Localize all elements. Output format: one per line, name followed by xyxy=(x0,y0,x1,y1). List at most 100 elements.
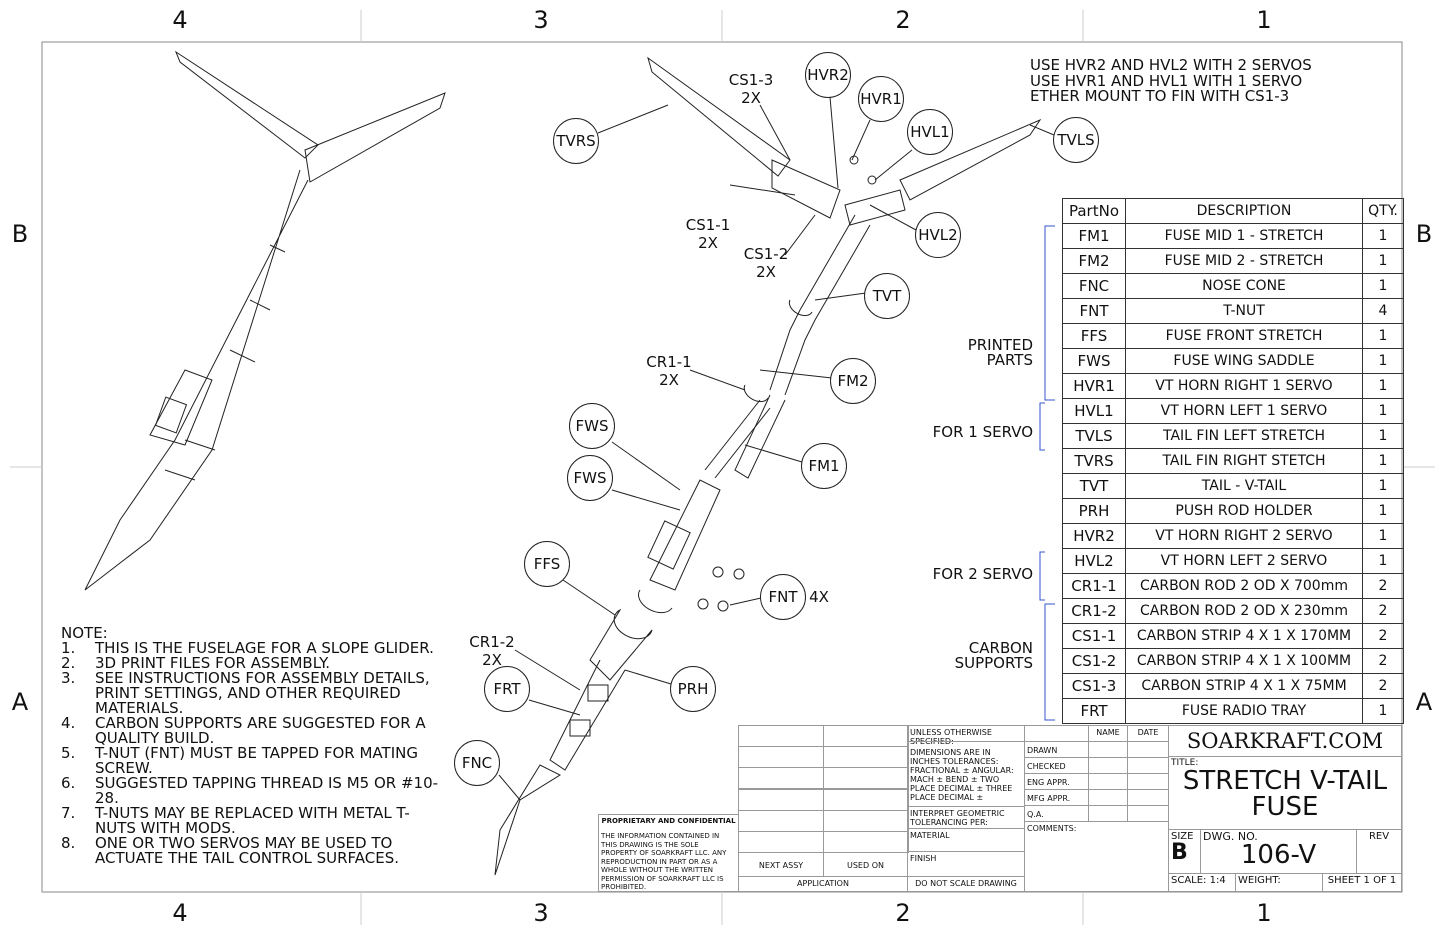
note-text: 3D PRINT FILES FOR ASSEMBLY. xyxy=(95,654,330,672)
note-text: T-NUT (FNT) MUST BE TAPPED FOR MATING SC… xyxy=(95,744,418,777)
bom-description: CARBON ROD 2 OD X 230mm xyxy=(1125,598,1363,624)
bom-description: PUSH ROD HOLDER xyxy=(1125,498,1363,524)
bom-description: FUSE RADIO TRAY xyxy=(1125,698,1363,724)
balloon-hvr2: HVR2 xyxy=(805,52,851,98)
tolerances: DIMENSIONS ARE IN INCHES TOLERANCES: FRA… xyxy=(907,741,1025,807)
comments: COMMENTS: xyxy=(1024,821,1169,892)
zone-col-3: 3 xyxy=(533,6,549,34)
bom-description: TAIL FIN RIGHT STETCH xyxy=(1125,448,1363,474)
proprietary-title: PROPRIETARY AND CONFIDENTIAL xyxy=(601,817,736,825)
balloon-hvr1: HVR1 xyxy=(858,76,904,122)
note-text: CARBON SUPPORTS ARE SUGGESTED FOR A QUAL… xyxy=(95,714,426,747)
note-line: USE HVR2 AND HVL2 WITH 2 SERVOS xyxy=(1030,56,1312,74)
note-number: 6. xyxy=(61,774,76,792)
unless-specified: UNLESS OTHERWISE SPECIFIED: xyxy=(907,725,1025,746)
zone-col-2: 2 xyxy=(895,899,911,927)
title-label: TITLE: xyxy=(1171,758,1199,768)
bom-description: FUSE WING SADDLE xyxy=(1125,348,1363,374)
note-item: 4. CARBON SUPPORTS ARE SUGGESTED FOR A QU… xyxy=(61,716,450,746)
bom-description: TAIL FIN LEFT STRETCH xyxy=(1125,423,1363,449)
note-item: 1.THIS IS THE FUSELAGE FOR A SLOPE GLIDE… xyxy=(61,641,450,656)
bom-description: CARBON STRIP 4 X 1 X 75MM xyxy=(1125,673,1363,699)
leader-lines xyxy=(498,96,1055,801)
note-text: THIS IS THE FUSELAGE FOR A SLOPE GLIDER. xyxy=(95,639,434,657)
balloon-prh: PRH xyxy=(670,666,716,712)
bom-partno: FWS xyxy=(1062,348,1126,374)
note-text: ONE OR TWO SERVOS MAY BE USED TO ACTUATE… xyxy=(95,834,400,867)
bom-qty: 1 xyxy=(1362,448,1404,474)
zone-col-4: 4 xyxy=(172,899,188,927)
drawing-title-line1: STRETCH V-TAIL xyxy=(1182,766,1388,796)
group-1-servo: FOR 1 SERVO xyxy=(932,423,1033,441)
note-number: 4. xyxy=(61,714,76,732)
bom-qty: 2 xyxy=(1362,573,1404,599)
bom-qty: 1 xyxy=(1362,698,1404,724)
signoff-cell xyxy=(1127,805,1169,822)
signoff-qa: Q.A. xyxy=(1024,805,1089,822)
bom-qty: 2 xyxy=(1362,648,1404,674)
note-item: 6. SUGGESTED TAPPING THREAD IS M5 OR #10-… xyxy=(61,776,450,806)
note-text: SUGGESTED TAPPING THREAD IS M5 OR #10-28… xyxy=(95,774,439,807)
interpret-tolerancing: INTERPRET GEOMETRIC TOLERANCING PER: xyxy=(907,806,1025,829)
note-number: 3. xyxy=(61,669,76,687)
signoff-cell xyxy=(1127,741,1169,758)
signoff-cell xyxy=(1088,805,1128,822)
bom-description: FUSE MID 1 - STRETCH xyxy=(1125,223,1363,249)
blank-cell xyxy=(823,809,909,832)
bom-description: FUSE MID 2 - STRETCH xyxy=(1125,248,1363,274)
note-text: SEE INSTRUCTIONS FOR ASSEMBLY DETAILS, P… xyxy=(95,669,430,717)
name-header: NAME xyxy=(1088,725,1128,742)
note-line: ETHER MOUNT TO FIN WITH CS1-3 xyxy=(1030,87,1290,105)
bom-partno: CS1-1 xyxy=(1062,623,1126,649)
bom-partno: FM1 xyxy=(1062,223,1126,249)
bom-partno: CS1-3 xyxy=(1062,673,1126,699)
bom-description: VT HORN RIGHT 1 SERVO xyxy=(1125,373,1363,399)
blank-cell xyxy=(738,746,824,769)
zone-col-1: 1 xyxy=(1256,6,1272,34)
bom-description: NOSE CONE xyxy=(1125,273,1363,299)
bom-qty: 1 xyxy=(1362,398,1404,424)
material: MATERIAL xyxy=(907,828,1025,852)
notes: NOTE: 1.THIS IS THE FUSELAGE FOR A SLOPE… xyxy=(61,626,450,866)
blank-cell xyxy=(738,809,824,832)
col-qty: QTY. xyxy=(1362,198,1404,224)
signoff-cell xyxy=(1088,789,1128,806)
weight: WEIGHT: xyxy=(1235,873,1323,892)
note-number: 8. xyxy=(61,834,76,852)
bom-partno: PRH xyxy=(1062,498,1126,524)
bom-qty: 1 xyxy=(1362,248,1404,274)
zone-row-a: A xyxy=(11,688,29,716)
rev-field: REV xyxy=(1356,829,1402,874)
note-number: 5. xyxy=(61,744,76,762)
zone-row-b: B xyxy=(1415,220,1433,248)
zone-col-4: 4 xyxy=(172,6,188,34)
zone-col-3: 3 xyxy=(533,899,549,927)
assembled-view xyxy=(84,50,446,591)
group-2-servo: FOR 2 SERVO xyxy=(932,565,1033,583)
blank-cell xyxy=(823,788,909,811)
zone-col-1: 1 xyxy=(1256,899,1272,927)
blank-cell xyxy=(823,831,909,853)
balloon-fnt: FNT xyxy=(760,574,806,620)
blank-cell xyxy=(823,725,909,747)
next-assy: NEXT ASSY xyxy=(738,852,824,877)
group-brackets xyxy=(1039,225,1055,721)
bom-partno: FNC xyxy=(1062,273,1126,299)
balloon-tvls: TVLS xyxy=(1053,117,1099,163)
bom-partno: FRT xyxy=(1062,698,1126,724)
note-text: T-NUTS MAY BE REPLACED WITH METAL T-NUTS… xyxy=(95,804,410,837)
note-item: 8. ONE OR TWO SERVOS MAY BE USED TO ACTUA… xyxy=(61,836,450,866)
bom-description: CARBON ROD 2 OD X 700mm xyxy=(1125,573,1363,599)
